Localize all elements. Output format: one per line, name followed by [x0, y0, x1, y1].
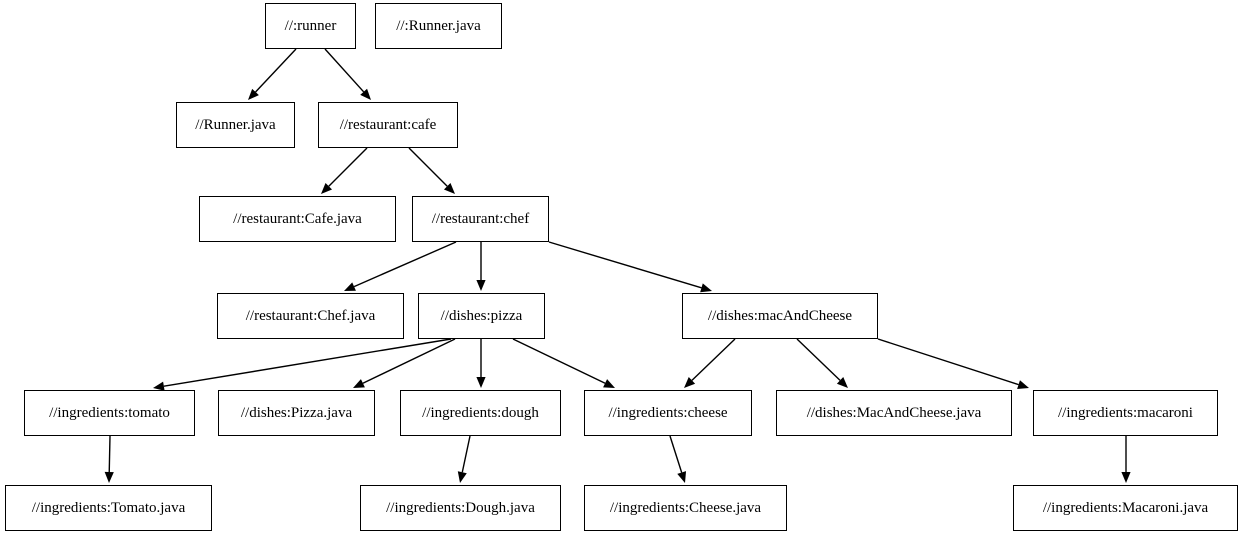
graph-edge-dishes_macandcheese-to-ing_cheese — [684, 338, 736, 388]
graph-node-label: //ingredients:cheese — [608, 404, 728, 421]
arrowhead-icon — [353, 379, 365, 388]
graph-node-label: //:runner — [284, 17, 337, 34]
graph-edge-restaurant_cafe-to-restaurant_chef — [408, 147, 455, 194]
arrowhead-icon — [248, 88, 259, 100]
graph-node-dishes_macandcheese[interactable]: //dishes:macAndCheese — [682, 293, 878, 339]
graph-node-label: //restaurant:cafe — [339, 116, 437, 133]
arrowhead-icon — [344, 282, 356, 291]
graph-edge-ing_macaroni-to-ing_macaroni_java — [1121, 436, 1131, 483]
graph-node-ing_tomato[interactable]: //ingredients:tomato — [24, 390, 195, 436]
graph-node-restaurant_chef[interactable]: //restaurant:chef — [412, 196, 549, 242]
graph-edge-dishes_pizza-to-ing_tomato — [153, 338, 452, 391]
graph-edge-dishes_macandcheese-to-ing_macaroni — [877, 338, 1029, 389]
graph-node-restaurant_cafe[interactable]: //restaurant:cafe — [318, 102, 458, 148]
graph-edge-runner-to-restaurant_cafe — [324, 48, 371, 100]
arrowhead-icon — [104, 471, 114, 483]
arrowhead-icon — [476, 280, 486, 291]
arrowhead-icon — [360, 88, 371, 100]
graph-edge-restaurant_chef-to-restaurant_chef_java — [344, 241, 457, 291]
graph-node-label: //Runner.java — [195, 116, 276, 133]
arrowhead-icon — [476, 377, 486, 388]
graph-node-label: //ingredients:Tomato.java — [31, 499, 186, 516]
graph-node-ing_cheese[interactable]: //ingredients:cheese — [584, 390, 752, 436]
arrowhead-icon — [443, 182, 455, 194]
graph-node-label: //:Runner.java — [396, 17, 481, 34]
graph-edge-ing_cheese-to-ing_cheese_java — [669, 435, 687, 483]
graph-edge-ing_tomato-to-ing_tomato_java — [104, 435, 114, 483]
graph-node-runner[interactable]: //:runner — [265, 3, 356, 49]
arrowhead-icon — [836, 377, 848, 388]
arrowhead-icon — [321, 182, 333, 194]
graph-edge-ing_dough-to-ing_dough_java — [457, 435, 471, 483]
graph-node-ing_cheese_java[interactable]: //ingredients:Cheese.java — [584, 485, 787, 531]
graph-node-restaurant_chef_java[interactable]: //restaurant:Chef.java — [217, 293, 404, 339]
graph-node-dishes_mac_java[interactable]: //dishes:MacAndCheese.java — [776, 390, 1012, 436]
graph-node-ing_dough_java[interactable]: //ingredients:Dough.java — [360, 485, 561, 531]
arrowhead-icon — [700, 283, 712, 293]
arrowhead-icon — [1017, 380, 1029, 389]
graph-edge-dishes_pizza-to-dishes_pizza_java — [353, 338, 456, 388]
graph-node-dishes_pizza[interactable]: //dishes:pizza — [418, 293, 545, 339]
graph-node-label: //dishes:MacAndCheese.java — [806, 404, 982, 421]
graph-edge-runner-to-runner_java — [248, 48, 297, 100]
graph-node-dishes_pizza_java[interactable]: //dishes:Pizza.java — [218, 390, 375, 436]
graph-node-label: //ingredients:macaroni — [1058, 404, 1193, 421]
graph-node-label: //restaurant:Cafe.java — [233, 210, 362, 227]
graph-node-label: //dishes:pizza — [440, 307, 523, 324]
arrowhead-icon — [684, 377, 696, 388]
graph-edge-restaurant_chef-to-dishes_macandcheese — [548, 241, 712, 293]
graph-node-label: //ingredients:Dough.java — [386, 499, 535, 516]
graph-edge-restaurant_cafe-to-restaurant_cafe_java — [321, 147, 368, 194]
graph-edge-dishes_pizza-to-ing_dough — [476, 339, 486, 388]
graph-node-ing_macaroni_java[interactable]: //ingredients:Macaroni.java — [1013, 485, 1238, 531]
graph-node-root_runner_java[interactable]: //:Runner.java — [375, 3, 502, 49]
graph-edge-dishes_macandcheese-to-dishes_mac_java — [796, 338, 848, 388]
arrowhead-icon — [677, 471, 687, 483]
arrowhead-icon — [603, 379, 615, 388]
graph-node-label: //ingredients:dough — [422, 404, 539, 421]
arrowhead-icon — [1121, 472, 1131, 483]
graph-node-label: //ingredients:Macaroni.java — [1042, 499, 1209, 516]
graph-edge-restaurant_chef-to-dishes_pizza — [476, 242, 486, 291]
graph-node-label: //ingredients:Cheese.java — [609, 499, 762, 516]
graph-node-ing_tomato_java[interactable]: //ingredients:Tomato.java — [5, 485, 212, 531]
graph-node-label: //restaurant:chef — [431, 210, 530, 227]
graph-node-label: //restaurant:Chef.java — [245, 307, 376, 324]
graph-node-runner_java[interactable]: //Runner.java — [176, 102, 295, 148]
graph-node-ing_dough[interactable]: //ingredients:dough — [400, 390, 561, 436]
graph-node-restaurant_cafe_java[interactable]: //restaurant:Cafe.java — [199, 196, 396, 242]
graph-node-label: //dishes:macAndCheese — [707, 307, 853, 324]
graph-node-label: //dishes:Pizza.java — [240, 404, 353, 421]
arrowhead-icon — [457, 471, 467, 483]
graph-node-label: //ingredients:tomato — [49, 404, 170, 421]
graph-node-ing_macaroni[interactable]: //ingredients:macaroni — [1033, 390, 1218, 436]
graph-edge-dishes_pizza-to-ing_cheese — [512, 338, 615, 388]
